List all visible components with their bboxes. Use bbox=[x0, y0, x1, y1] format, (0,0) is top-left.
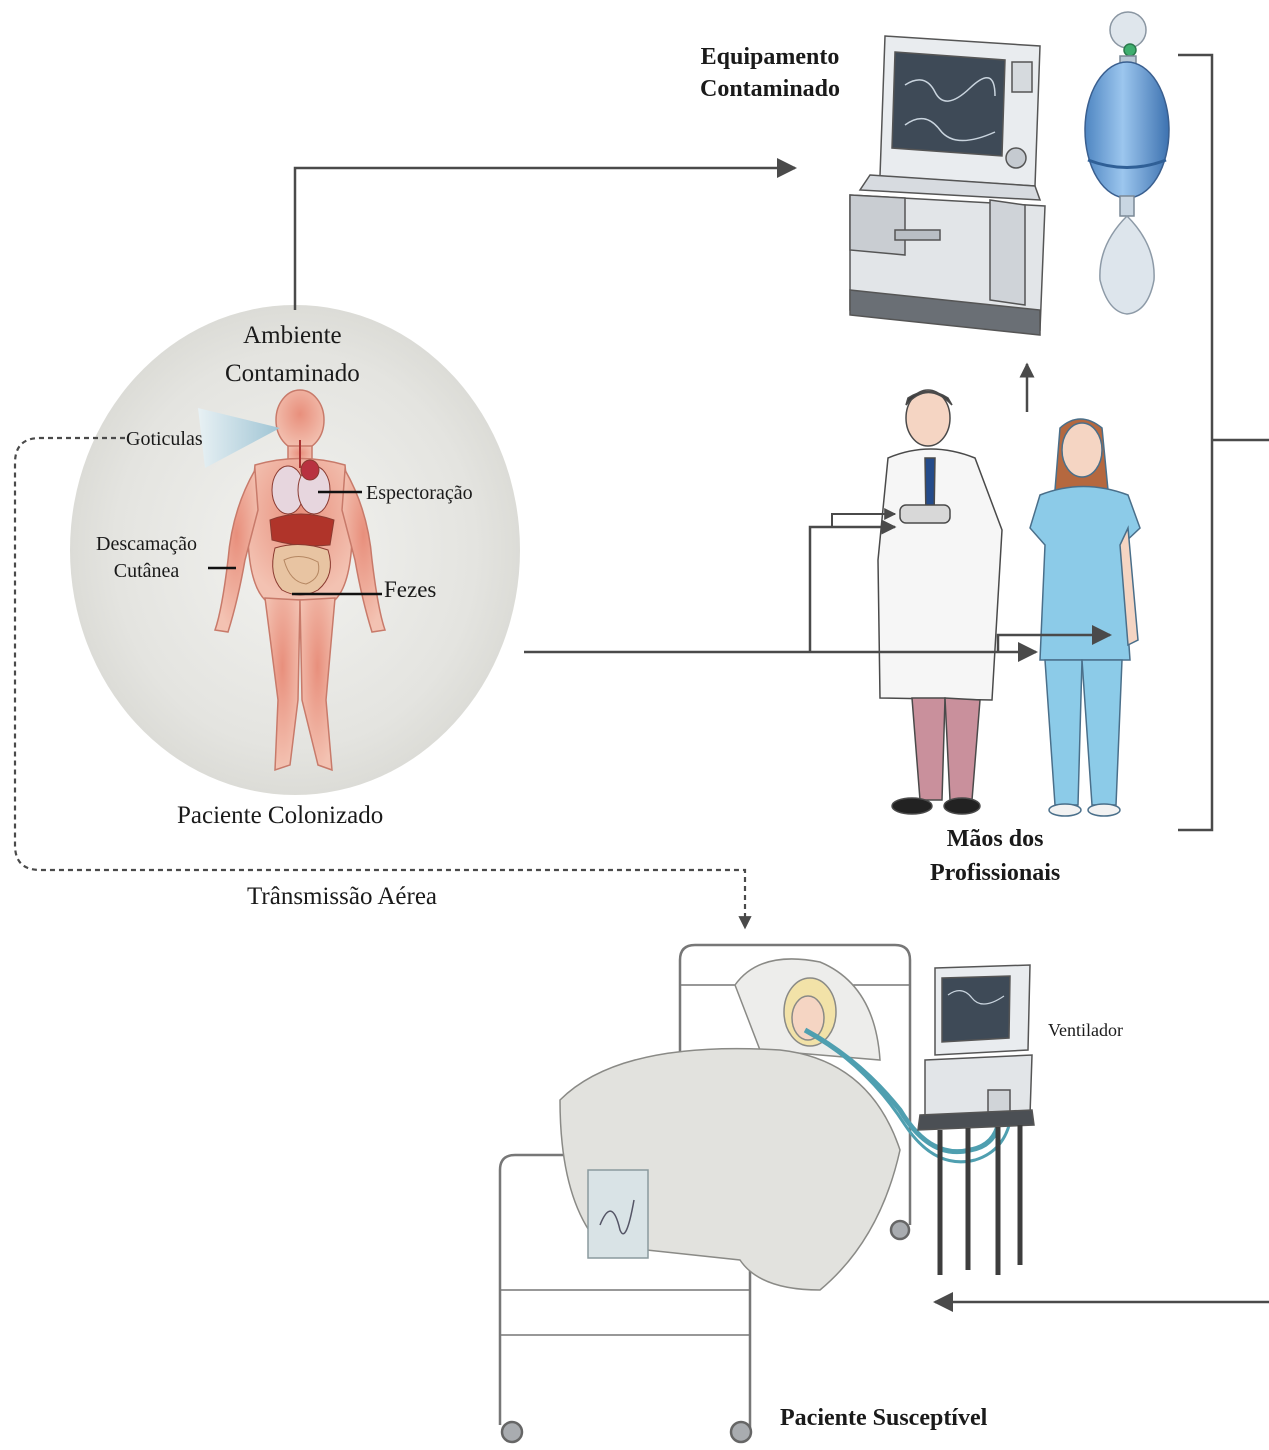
equipment-label-line2: Contaminado bbox=[700, 76, 840, 104]
hands-label-line1: Mãos dos bbox=[930, 826, 1060, 854]
environment-label-line2: Contaminado bbox=[225, 360, 360, 389]
susceptible-patient-label: Paciente Susceptível bbox=[780, 1405, 987, 1433]
ventilator-monitor-icon bbox=[850, 36, 1045, 335]
sputum-label: Espectoração bbox=[366, 482, 473, 505]
colonized-patient-label: Paciente Colonizado bbox=[177, 802, 383, 831]
environment-label-line1: Ambiente bbox=[225, 322, 360, 351]
skin-label-line2: Cutânea bbox=[96, 560, 197, 583]
hands-label-line2: Profissionais bbox=[930, 860, 1060, 888]
environment-label: Ambiente Contaminado bbox=[225, 322, 360, 389]
skin-shedding-label: Descamação Cutânea bbox=[96, 533, 197, 583]
ventilator-label: Ventilador bbox=[1048, 1020, 1123, 1041]
equipment-label: Equipamento Contaminado bbox=[700, 44, 840, 103]
doctor-figure bbox=[878, 390, 1002, 814]
ventilator-icon bbox=[918, 965, 1034, 1275]
skin-label-line1: Descamação bbox=[96, 533, 197, 556]
equipment-label-line1: Equipamento bbox=[700, 44, 840, 72]
hands-label: Mãos dos Profissionais bbox=[930, 826, 1060, 887]
ambu-bag-icon bbox=[1085, 12, 1169, 314]
droplets-label: Goticulas bbox=[126, 428, 203, 451]
nurse-figure bbox=[1030, 419, 1140, 816]
airborne-transmission-label: Trânsmissão Aérea bbox=[247, 883, 437, 912]
feces-label: Fezes bbox=[384, 577, 436, 603]
